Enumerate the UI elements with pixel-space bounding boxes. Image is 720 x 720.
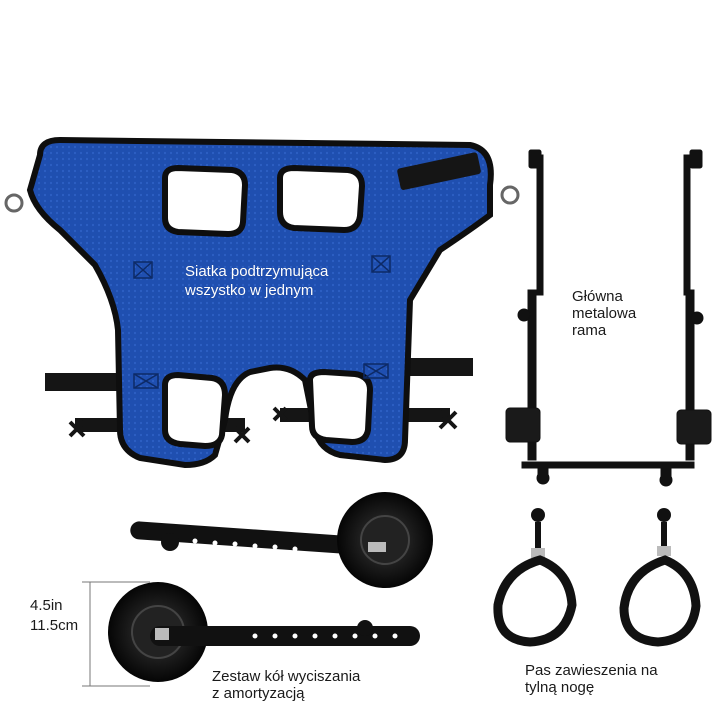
dimension-inches: 4.5in <box>30 597 63 614</box>
knob-icon <box>657 508 671 522</box>
leg-straps <box>493 508 701 647</box>
leg-strap-label-line-2: tylną nogę <box>525 679 595 696</box>
frame-label-line-2: metalowa <box>572 305 637 322</box>
wheel-arm-upper <box>130 521 395 557</box>
leg-hole-front-right <box>277 164 366 234</box>
wheels-label-line-1: Zestaw kół wyciszania <box>212 668 361 685</box>
knob-icon <box>161 533 179 551</box>
wheels-label-line-2: z amortyzacją <box>212 685 305 702</box>
harness-mesh <box>26 136 494 469</box>
leg-hole-front-left <box>162 164 249 238</box>
dimension-cm: 11.5cm <box>30 617 79 634</box>
leg-strap-label-line-1: Pas zawieszenia na <box>525 662 658 679</box>
leg-hole-rear-right <box>306 368 374 446</box>
frame-cross-bar <box>521 461 695 469</box>
frame-upright-left-top <box>536 154 544 296</box>
harness-label: Siatka podtrzymująca wszystko w jednym <box>185 262 328 300</box>
buckle-icon <box>68 420 86 438</box>
frame-upright-left-bottom <box>527 289 537 461</box>
knob-icon <box>517 308 531 322</box>
leg-strap-right <box>619 555 701 647</box>
frame-label: Główna metalowa rama <box>572 288 636 339</box>
wheel-arm-lower <box>150 626 420 646</box>
frame-clamp-right <box>676 409 712 445</box>
wheel-set <box>108 492 433 682</box>
harness-strap-left <box>45 373 120 391</box>
dimension-label: 4.5in 11.5cm <box>30 596 78 636</box>
velcro-strap <box>397 152 481 190</box>
leg-hole-rear-left <box>162 371 229 450</box>
knob-icon <box>690 311 704 325</box>
frame-upright-right-bottom <box>685 289 695 461</box>
dimension-marker <box>82 581 150 687</box>
knob-icon <box>357 620 373 636</box>
frame-label-line-1: Główna <box>572 288 623 305</box>
ring-icon <box>500 185 520 205</box>
leg-strap-label: Pas zawieszenia na tylną nogę <box>525 662 658 696</box>
frame-clamp-left <box>505 407 541 443</box>
support-harness <box>4 136 520 469</box>
buckle-icon <box>233 426 251 444</box>
harness-strap-right <box>405 358 473 376</box>
harness-label-line-1: Siatka podtrzymująca <box>185 263 329 280</box>
leg-strap-left <box>493 555 577 647</box>
wheels-label: Zestaw kół wyciszania z amortyzacją <box>212 668 360 702</box>
knob-icon <box>531 508 545 522</box>
frame-label-line-3: rama <box>572 322 607 339</box>
metal-frame <box>505 149 712 487</box>
buckle-icon <box>438 410 458 430</box>
ring-icon <box>4 193 24 213</box>
harness-label-line-2: wszystko w jednym <box>185 282 314 299</box>
buckle-icon <box>272 406 288 422</box>
frame-upright-right-top <box>683 154 691 296</box>
